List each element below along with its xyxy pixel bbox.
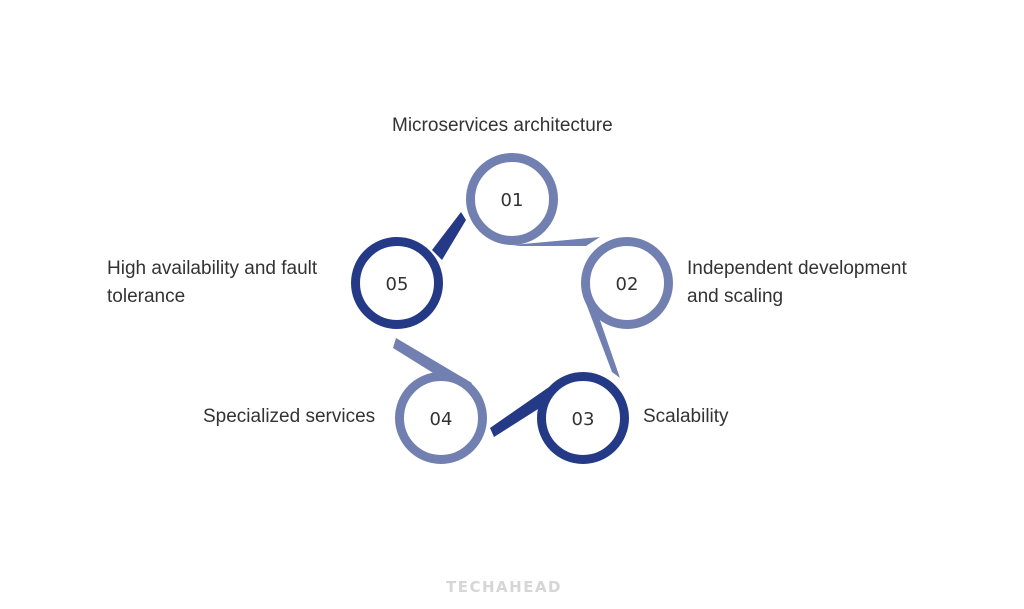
step-05-label-line-2: tolerance [107,286,186,307]
step-01-label: Microservices architecture [392,112,613,140]
svg-text:02: 02 [616,274,639,295]
step-01-node: 01 [466,153,600,246]
svg-text:03: 03 [572,409,595,430]
step-05-node: 05 [351,212,466,329]
svg-text:01: 01 [501,190,524,211]
techahead-logo: TECHAHEAD [446,578,563,596]
step-02-label-line-1: Independent development [687,258,907,279]
step-04-label-text: Specialized services [203,406,376,427]
step-05-label: High availability and fault tolerance [107,255,317,311]
step-04-node: 04 [393,338,487,464]
step-03-node: 03 [490,372,629,464]
svg-text:04: 04 [430,409,453,430]
step-03-label-text: Scalability [643,406,729,427]
step-03-label: Scalability [643,403,729,431]
step-04-label: Specialized services [203,403,375,431]
step-02-label: Independent development and scaling [687,255,907,311]
svg-text:05: 05 [386,274,409,295]
step-02-label-line-2: and scaling [687,286,784,307]
step-01-label-text: Microservices architecture [392,115,613,136]
step-05-label-line-1: High availability and fault [107,258,318,279]
step-02-node: 02 [581,237,673,378]
